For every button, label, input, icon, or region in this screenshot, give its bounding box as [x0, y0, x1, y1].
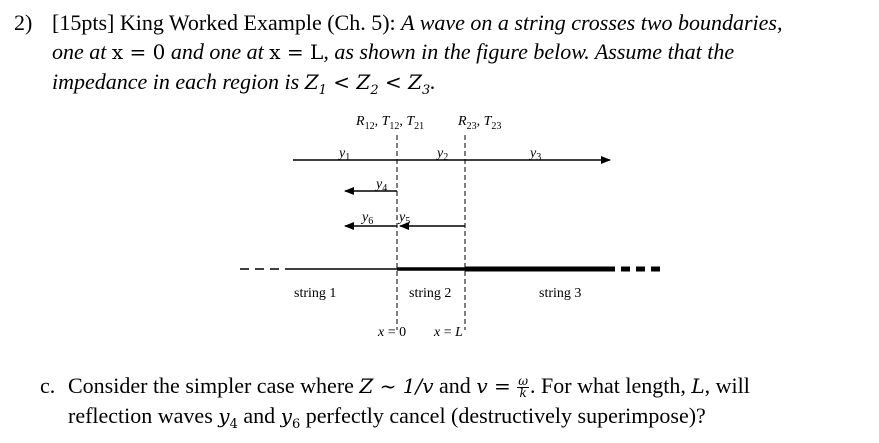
math-y4: y4	[218, 404, 238, 432]
math-L: L	[691, 374, 705, 398]
math-x-equals-L: x = L	[269, 40, 324, 64]
wave-label-y3: y3	[528, 146, 541, 163]
impedance-inequality: Z1 < Z2 < Z3	[304, 70, 431, 98]
math-y6: y6	[280, 404, 301, 432]
problem-statement: 2) [15pts] King Worked Example (Ch. 5): A…	[14, 8, 874, 105]
line2-text-a: one at	[52, 39, 107, 64]
question-c: c.Consider the simpler case where Z ~ 1/…	[40, 371, 870, 440]
string2-label: string 2	[409, 286, 451, 301]
problem-points: [15pts]	[52, 10, 115, 35]
line3-text: impedance in each region is	[52, 69, 300, 94]
wave-label-y2: y2	[435, 146, 448, 163]
problem-title: King Worked Example (Ch. 5):	[119, 10, 396, 35]
boundary1-label: R12, T12, T21	[355, 114, 424, 132]
problem-line-1: 2) [15pts] King Worked Example (Ch. 5): A…	[14, 8, 874, 37]
boundary2-label: R23, T23	[457, 114, 501, 132]
wave-label-y6: y6	[360, 210, 373, 227]
line2-text-c: , as shown in the figure below. Assume t…	[323, 39, 735, 64]
string3-label: string 3	[539, 286, 581, 301]
problem-line-2: one at x = 0 and one at x = L, as shown …	[14, 37, 874, 67]
problem-line-3: impedance in each region is Z1 < Z2 < Z3…	[52, 69, 436, 98]
problem-line1-italic: A wave on a string crosses two boundarie…	[401, 10, 783, 35]
math-x-equals-0: x = 0	[111, 40, 166, 64]
wave-label-y5: y5	[397, 210, 410, 227]
position-label-xL: x = L	[433, 325, 463, 340]
question-line-1: c.Consider the simpler case where Z ~ 1/…	[40, 373, 750, 401]
wave-label-y4: y4	[374, 177, 387, 194]
problem-number: 2)	[14, 10, 33, 35]
position-label-x0: x = 0	[377, 325, 406, 340]
math-z-proportional: Z ~ 1/v	[359, 374, 434, 398]
string1-label: string 1	[294, 286, 336, 301]
question-label: c.	[40, 373, 56, 398]
question-line-2: reflection waves y4 and y6 perfectly can…	[68, 403, 706, 432]
line2-text-b: and one at	[170, 39, 264, 64]
math-v-equals: v =	[476, 374, 511, 398]
wave-label-y1: y1	[337, 146, 350, 163]
